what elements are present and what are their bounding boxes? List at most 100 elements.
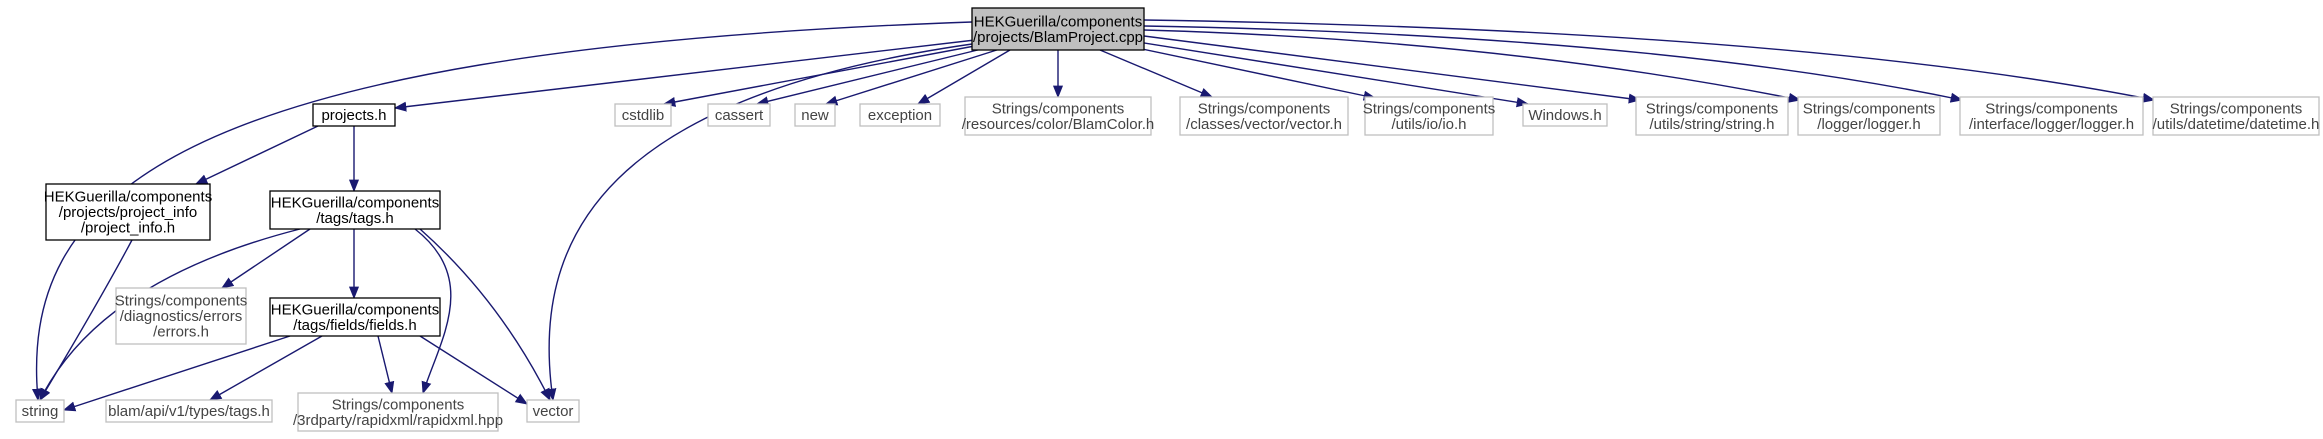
node-label-line: /tags/tags.h <box>316 210 394 227</box>
node-label-line: Strings/components <box>1646 100 1779 117</box>
node-box <box>2152 96 2320 136</box>
node-label-line: cstdlib <box>622 107 665 124</box>
node-label-line: Strings/components <box>115 293 248 310</box>
node-tags-h[interactable]: HEKGuerilla/components/tags/tags.h <box>269 190 441 230</box>
node-box <box>15 399 65 423</box>
edge-root-to-new <box>824 48 1001 106</box>
node-box <box>964 96 1152 136</box>
edge-root-to-vector <box>546 39 1003 402</box>
node-box <box>614 103 672 127</box>
node-errors-h: Strings/components/diagnostics/errors/er… <box>115 287 248 345</box>
node-box <box>1959 96 2144 136</box>
node-box <box>1179 96 1349 136</box>
node-box <box>1797 96 1941 136</box>
node-label-line: /errors.h <box>153 324 209 341</box>
edge-root-to-windows-h <box>1137 41 1530 108</box>
node-string: string <box>15 399 65 423</box>
node-box <box>269 297 441 337</box>
node-box <box>707 103 771 127</box>
node-label-line: /tags/fields/fields.h <box>293 317 416 334</box>
node-rapidxml-hpp: Strings/components/3rdparty/rapidxml/rap… <box>293 392 503 432</box>
node-label-line: Windows.h <box>1528 107 1601 124</box>
node-label-line: /interface/logger/logger.h <box>1969 116 2134 133</box>
node-box <box>859 103 941 127</box>
node-box <box>269 190 441 230</box>
node-projects-h[interactable]: projects.h <box>312 103 396 127</box>
node-label-line: /projects/project_info <box>59 204 197 221</box>
edge-root-to-io-h <box>1127 45 1377 101</box>
node-project-info-h[interactable]: HEKGuerilla/components/projects/project_… <box>44 183 212 241</box>
edge-root-to-logger-h <box>1143 29 1802 103</box>
node-interface-logger-h: Strings/components/interface/logger/logg… <box>1959 96 2144 136</box>
node-logger-h: Strings/components/logger/logger.h <box>1797 96 1941 136</box>
node-api-tags-h: blam/api/v1/types/tags.h <box>105 399 273 423</box>
node-label-line: exception <box>868 107 932 124</box>
node-label-line: /project_info.h <box>81 220 175 237</box>
edge-fields-h-to-api-tags-h <box>208 335 323 401</box>
edge-fields-h-to-string <box>62 335 291 412</box>
node-box <box>971 7 1145 51</box>
node-label-line: blam/api/v1/types/tags.h <box>108 403 270 420</box>
node-cstdlib: cstdlib <box>614 103 672 127</box>
node-label-line: /utils/string/string.h <box>1649 116 1774 133</box>
node-label-line: /diagnostics/errors <box>120 308 243 325</box>
edge-projects-h-to-project-info-h <box>194 125 319 185</box>
edge-fields-h-to-vector <box>419 335 529 405</box>
node-root[interactable]: HEKGuerilla/components/projects/BlamProj… <box>971 7 1145 51</box>
node-label-line: /resources/color/BlamColor.h <box>962 116 1155 133</box>
node-label-line: Strings/components <box>1363 100 1496 117</box>
node-box <box>1522 103 1608 127</box>
node-label-line: Strings/components <box>1985 100 2118 117</box>
edge-root-to-string <box>31 21 973 402</box>
node-blamcolor-h: Strings/components/resources/color/BlamC… <box>962 96 1155 136</box>
edge-root-to-datetime-h <box>1143 19 2156 103</box>
node-box <box>297 392 499 432</box>
node-exception: exception <box>859 103 941 127</box>
node-box <box>526 399 580 423</box>
node-box <box>1364 96 1494 136</box>
node-io-h: Strings/components/utils/io/io.h <box>1363 96 1496 136</box>
edge-fields-h-to-rapidxml-hpp <box>377 335 395 395</box>
node-label-line: /projects/BlamProject.cpp <box>973 29 1143 46</box>
node-label-line: projects.h <box>321 107 386 124</box>
node-label-line: cassert <box>715 107 764 124</box>
node-vector: vector <box>526 399 580 423</box>
edge-tags-h-to-errors-h <box>220 228 311 289</box>
dependency-edges <box>31 19 2156 412</box>
node-box <box>794 103 836 127</box>
node-datetime-h: Strings/components/utils/datetime/dateti… <box>2152 96 2320 136</box>
node-label-line: Strings/components <box>992 100 1125 117</box>
edge-root-to-interface-logger-h <box>1143 25 1964 103</box>
node-box <box>105 399 273 423</box>
node-label-line: HEKGuerilla/components <box>974 13 1142 30</box>
node-label-line: new <box>801 107 829 124</box>
node-vector-h: Strings/components/classes/vector/vector… <box>1179 96 1349 136</box>
node-label-line: /3rdparty/rapidxml/rapidxml.hpp <box>293 412 503 429</box>
edge-root-to-vector-h <box>1099 49 1214 98</box>
node-box <box>45 183 211 241</box>
node-cassert: cassert <box>707 103 771 127</box>
node-label-line: HEKGuerilla/components <box>271 301 439 318</box>
edge-root-to-exception <box>916 49 1011 105</box>
edge-root-to-string-h <box>1143 35 1642 104</box>
node-box <box>115 287 247 345</box>
node-string-h: Strings/components/utils/string/string.h <box>1635 96 1789 136</box>
edge-root-to-projects-h <box>393 39 976 112</box>
node-label-line: Strings/components <box>1198 100 1331 117</box>
edge-tags-h-to-rapidxml-hpp <box>414 228 452 395</box>
node-box <box>1635 96 1789 136</box>
file-nodes: HEKGuerilla/components/projects/BlamProj… <box>15 7 2320 432</box>
node-label-line: /classes/vector/vector.h <box>1186 116 1342 133</box>
node-label-line: /logger/logger.h <box>1817 116 1920 133</box>
node-label-line: /utils/datetime/datetime.h <box>2153 116 2320 133</box>
node-box <box>312 103 396 127</box>
node-fields-h[interactable]: HEKGuerilla/components/tags/fields/field… <box>269 297 441 337</box>
node-label-line: HEKGuerilla/components <box>271 194 439 211</box>
node-label-line: vector <box>533 403 574 420</box>
node-label-line: Strings/components <box>332 396 465 413</box>
node-label-line: Strings/components <box>2170 100 2303 117</box>
edge-root-to-cassert <box>755 46 991 107</box>
node-label-line: string <box>22 403 59 420</box>
node-windows-h: Windows.h <box>1522 103 1608 127</box>
